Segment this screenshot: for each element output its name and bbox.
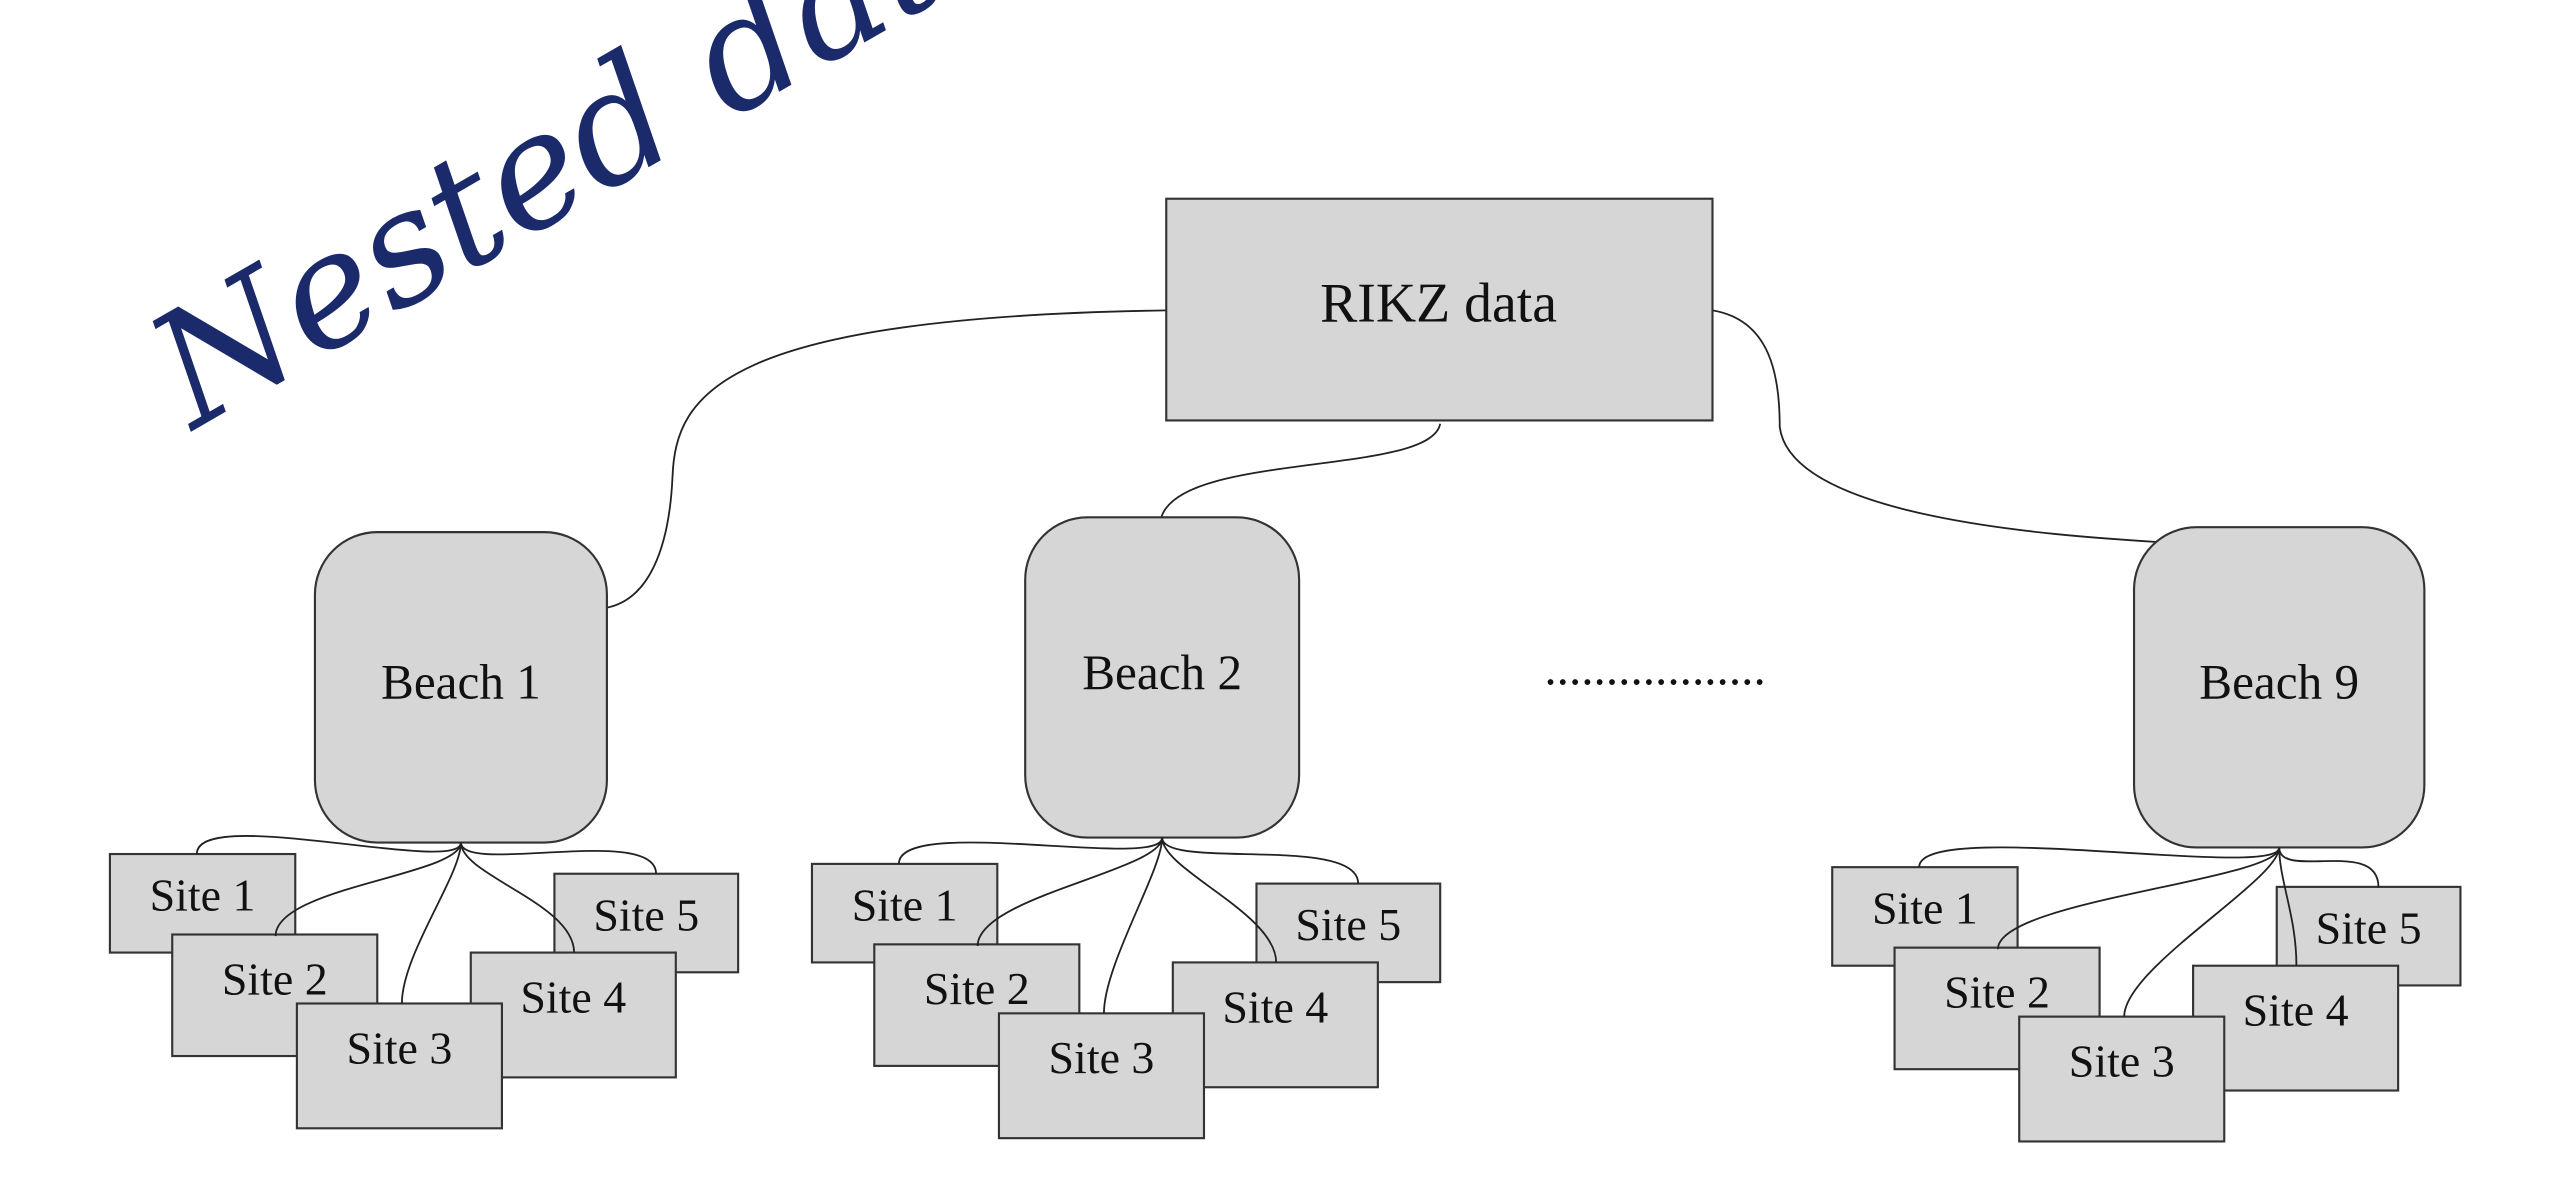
connector-site-5 (460, 842, 658, 874)
site-label: Site 4 (2243, 985, 2349, 1036)
site-node: Site 3 (2018, 1015, 2226, 1143)
beach-label: Beach 1 (381, 655, 541, 710)
site-label: Site 3 (1049, 1032, 1155, 1083)
site-label: Site 4 (520, 971, 626, 1022)
site-node: Site 4 (1171, 961, 1379, 1089)
site-node: Site 4 (2192, 964, 2400, 1092)
connector-site-5 (2278, 847, 2380, 887)
beach-node: Beach 9 (2132, 526, 2426, 849)
site-node: Site 3 (295, 1002, 503, 1130)
connector-site-3 (400, 842, 462, 1004)
connector-site-5 (1161, 837, 1360, 884)
site-label: Site 2 (1944, 966, 2050, 1017)
beach-label: Beach 9 (2199, 655, 2359, 710)
beach-label: Beach 2 (1082, 645, 1242, 700)
beach-group: Beach 1 Site 1 Site 5 Site 2 Site 4 Site 3 (108, 531, 740, 1130)
handwritten-title: Nested data (118, 0, 1054, 465)
site-label: Site 3 (2069, 1035, 2175, 1086)
site-node: Site 2 (171, 933, 379, 1058)
connector-root-beach9 (1712, 309, 2158, 543)
connector-site-2 (976, 837, 1164, 947)
site-label: Site 5 (2316, 902, 2422, 953)
connector-site-1 (897, 837, 1164, 865)
site-label: Site 5 (593, 889, 699, 940)
site-label: Site 4 (1222, 981, 1328, 1032)
site-label: Site 2 (222, 953, 328, 1004)
site-label: Site 1 (852, 879, 958, 930)
connector-site-1 (1918, 846, 2281, 868)
beach-group: Beach 9 Site 1 Site 5 Site 2 Site 4 Site 3 (1831, 526, 2462, 1143)
connector-root-beach2 (1160, 423, 1442, 518)
connector-site-4 (2278, 847, 2298, 966)
connector-site-3 (1103, 837, 1164, 1014)
site-node: Site 3 (997, 1012, 1206, 1140)
connector-root-beach1 (606, 309, 1167, 609)
connector-site-1 (195, 835, 462, 855)
connector-site-2 (1996, 847, 2281, 950)
connector-site-4 (460, 842, 576, 953)
connector-site-3 (2123, 847, 2281, 1017)
site-label: Site 1 (150, 870, 256, 921)
ellipsis: .................. (1544, 641, 1765, 696)
site-label: Site 5 (1295, 899, 1401, 950)
root-label: RIKZ data (1320, 273, 1557, 335)
connector-site-2 (274, 842, 462, 937)
site-label: Site 1 (1872, 883, 1978, 934)
root-node: RIKZ data (1165, 197, 1714, 422)
connector-site-4 (1161, 837, 1278, 963)
beach-node: Beach 2 (1024, 516, 1301, 839)
beach-group: Beach 2 Site 1 Site 5 Site 2 Site 4 Site 3 (810, 516, 1442, 1140)
site-node: Site 4 (469, 951, 677, 1079)
site-node: Site 1 (810, 862, 999, 964)
site-label: Site 2 (924, 963, 1030, 1014)
site-label: Site 3 (346, 1022, 452, 1073)
beach-node: Beach 1 (313, 531, 608, 844)
